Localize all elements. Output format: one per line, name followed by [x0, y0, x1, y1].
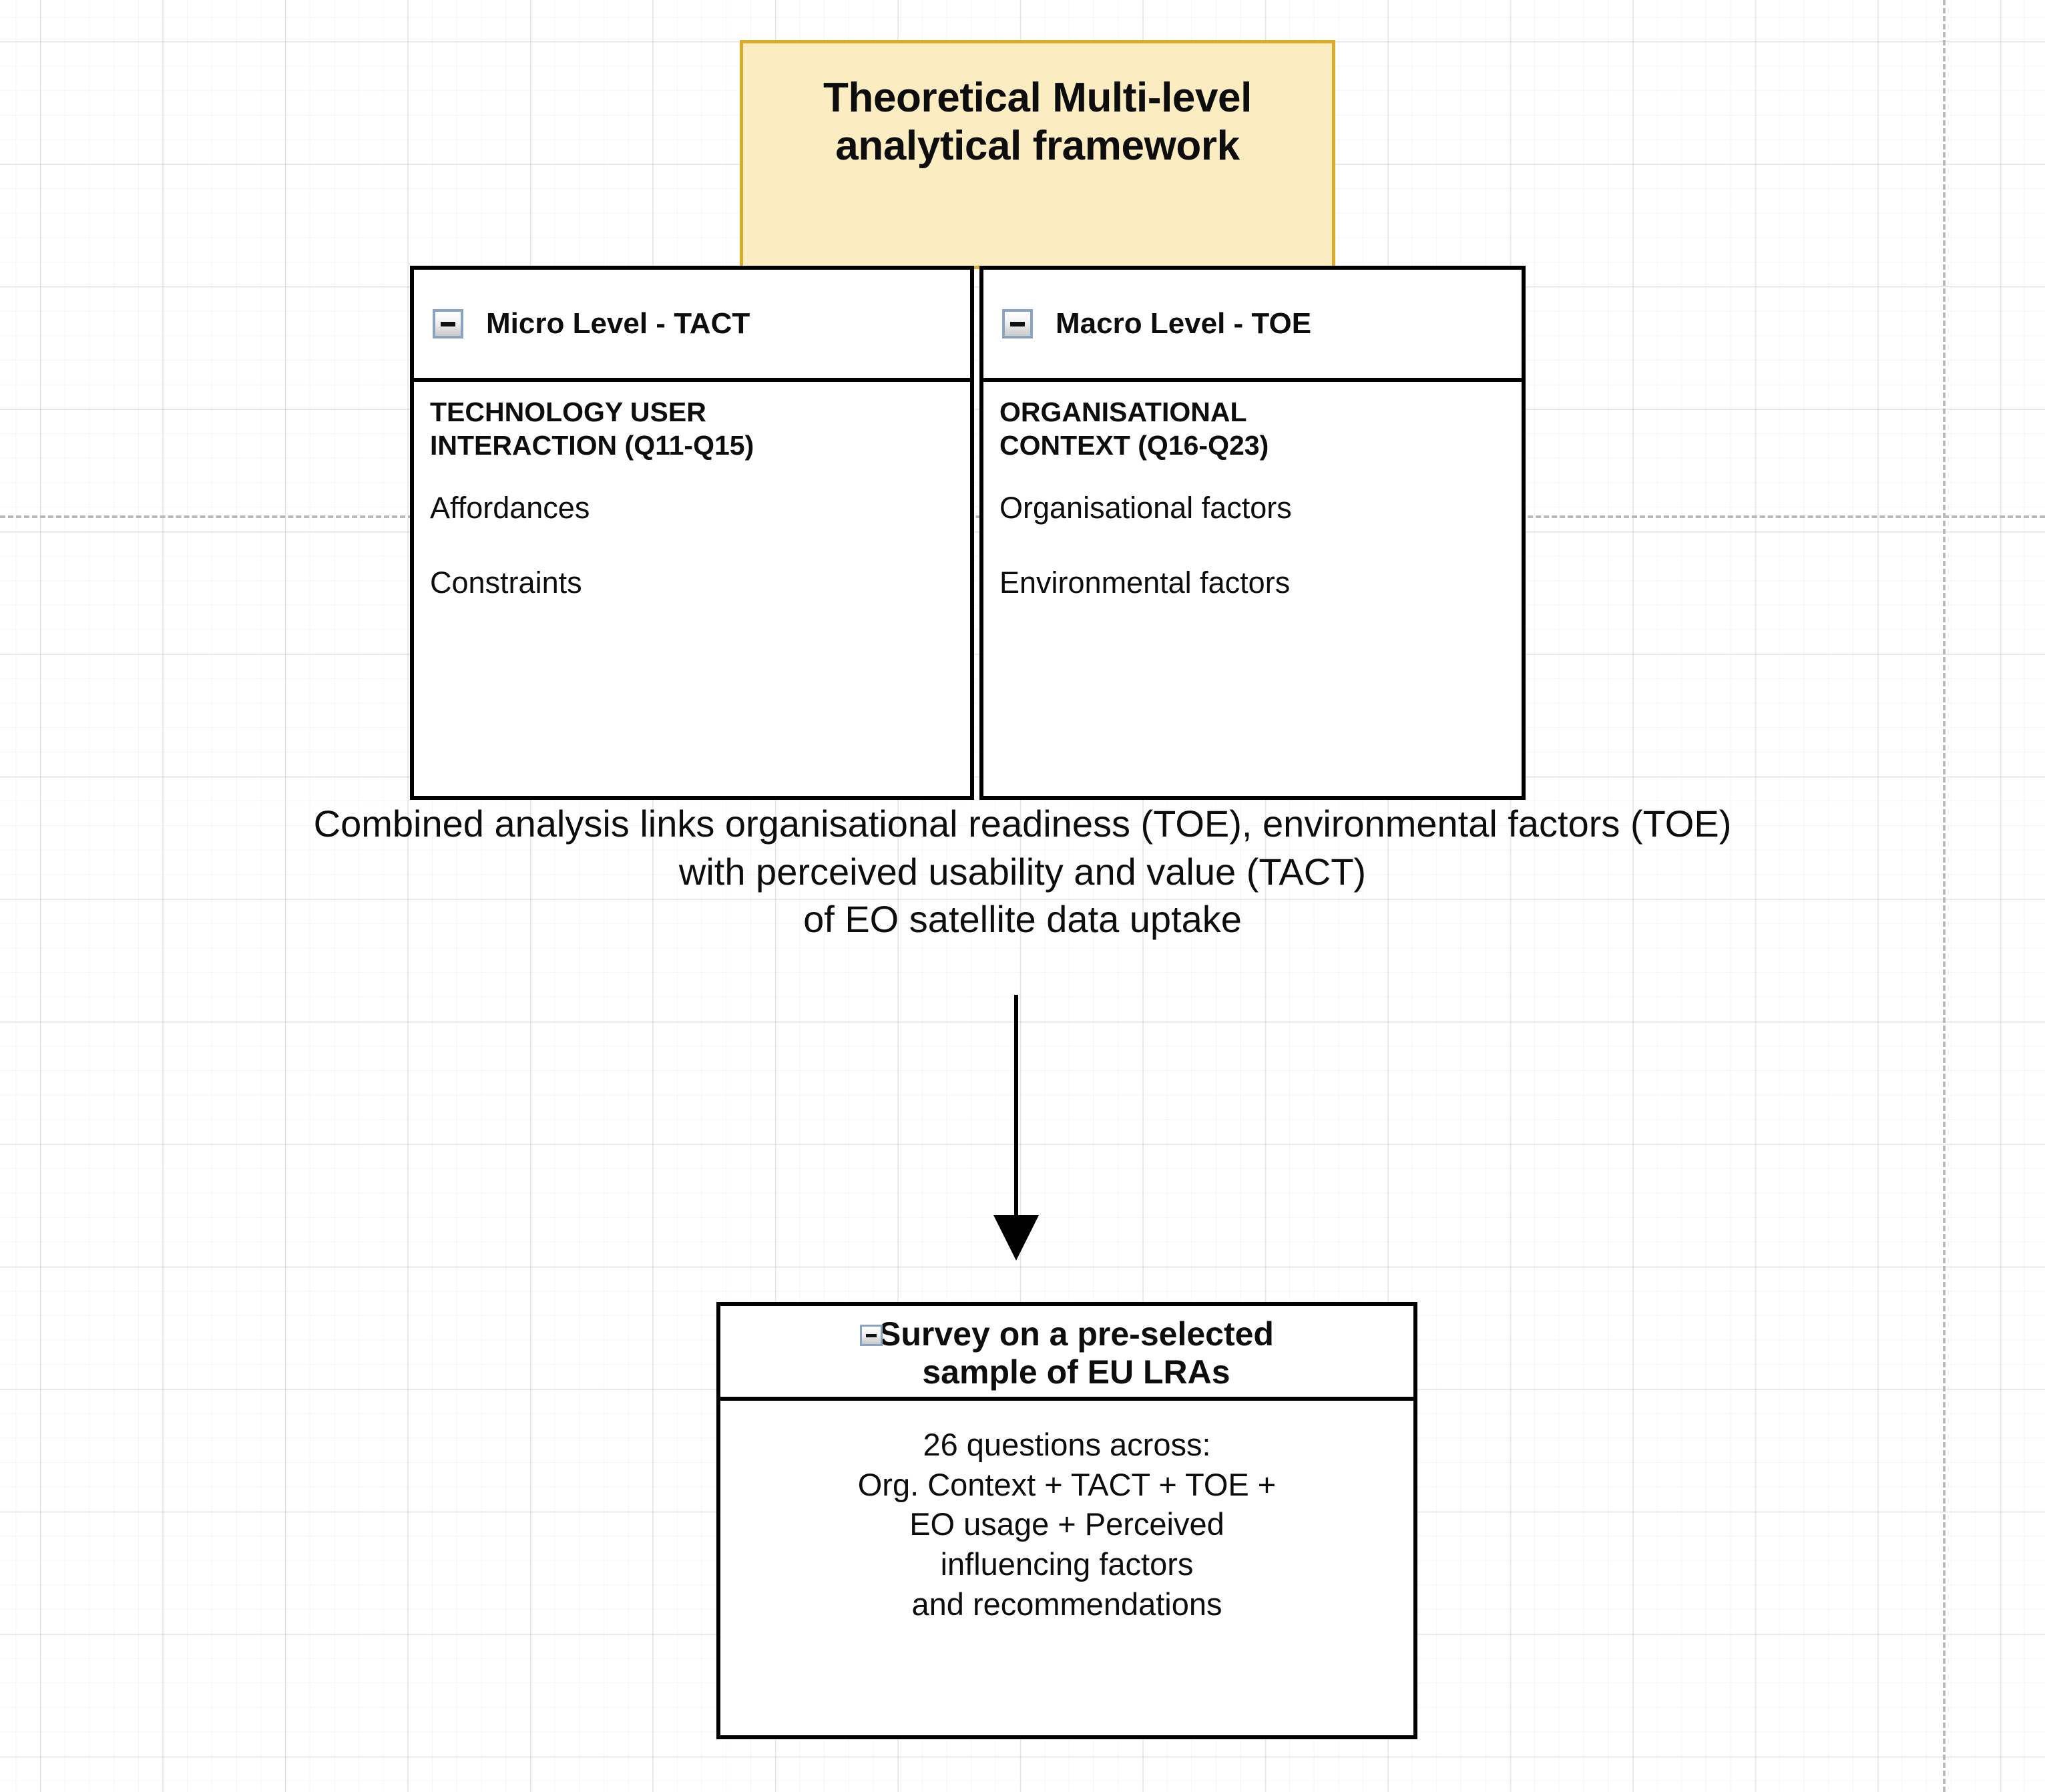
- level-column-micro[interactable]: Micro Level - TACT TECHNOLOGY USER INTER…: [410, 266, 974, 800]
- list-item: Organisational factors: [999, 491, 1292, 525]
- minus-icon[interactable]: [860, 1325, 883, 1346]
- multi-level-table: Micro Level - TACT TECHNOLOGY USER INTER…: [410, 266, 1526, 800]
- level-body-title-micro: TECHNOLOGY USER INTERACTION (Q11-Q15): [430, 397, 754, 461]
- vertical-guide-line: [1943, 0, 1946, 1792]
- survey-title-text: Survey on a pre-selected sample of EU LR…: [879, 1315, 1274, 1391]
- level-column-macro[interactable]: Macro Level - TOE ORGANISATIONAL CONTEXT…: [979, 266, 1526, 800]
- minus-icon[interactable]: [1002, 309, 1033, 339]
- survey-body-text: 26 questions across: Org. Context + TACT…: [857, 1427, 1277, 1622]
- minus-icon[interactable]: [433, 309, 463, 339]
- level-header-label-macro: Macro Level - TOE: [1056, 307, 1312, 340]
- combined-analysis-caption: Combined analysis links organisational r…: [313, 803, 1732, 941]
- framework-title-box[interactable]: Theoretical Multi-level analytical frame…: [740, 40, 1335, 269]
- survey-body: 26 questions across: Org. Context + TACT…: [716, 1401, 1417, 1739]
- level-header-micro[interactable]: Micro Level - TACT: [410, 266, 974, 382]
- level-body-macro: ORGANISATIONAL CONTEXT (Q16-Q23) Organis…: [979, 382, 1526, 800]
- survey-header[interactable]: Survey on a pre-selected sample of EU LR…: [716, 1302, 1417, 1401]
- down-arrow-icon: [993, 995, 1039, 1261]
- level-header-macro[interactable]: Macro Level - TOE: [979, 266, 1526, 382]
- list-item: Environmental factors: [999, 566, 1291, 600]
- survey-box[interactable]: Survey on a pre-selected sample of EU LR…: [716, 1302, 1417, 1739]
- level-body-micro: TECHNOLOGY USER INTERACTION (Q11-Q15) Af…: [410, 382, 974, 800]
- level-header-label-micro: Micro Level - TACT: [486, 307, 750, 340]
- list-item: Constraints: [430, 566, 582, 600]
- framework-title-text: Theoretical Multi-level analytical frame…: [823, 75, 1252, 169]
- level-body-title-macro: ORGANISATIONAL CONTEXT (Q16-Q23): [999, 397, 1269, 461]
- list-item: Affordances: [430, 491, 590, 525]
